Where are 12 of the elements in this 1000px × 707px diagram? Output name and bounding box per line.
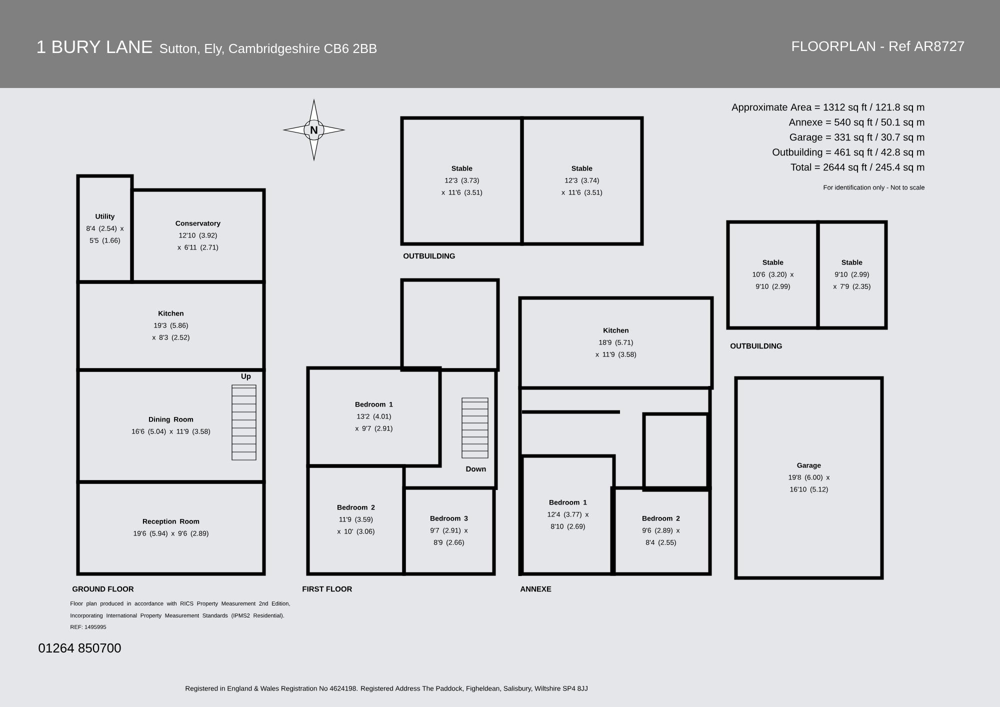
reference-text: FLOORPLAN - Ref AR8727: [792, 40, 964, 52]
phone-number: 01264 850700: [38, 643, 121, 653]
area-text: Approximate Area = 1312 sq ft / 121.8 sq m: [732, 103, 924, 113]
area-text: Total = 2644 sq ft / 245.4 sq m: [790, 163, 924, 173]
address: Sutton, Ely, Cambridgeshire CB6 2BB: [160, 44, 377, 56]
compass-letter: N: [310, 126, 318, 134]
area-text: Outbuilding = 461 sq ft / 42.8 sq m: [772, 148, 924, 158]
area-text: Annexe = 540 sq ft / 50.1 sq m: [788, 118, 924, 128]
area-text: Garage = 331 sq ft / 30.7 sq m: [790, 133, 924, 143]
title: 1 BURY LANE: [38, 40, 152, 54]
room-box: [400, 278, 500, 372]
room-box: [642, 412, 710, 492]
